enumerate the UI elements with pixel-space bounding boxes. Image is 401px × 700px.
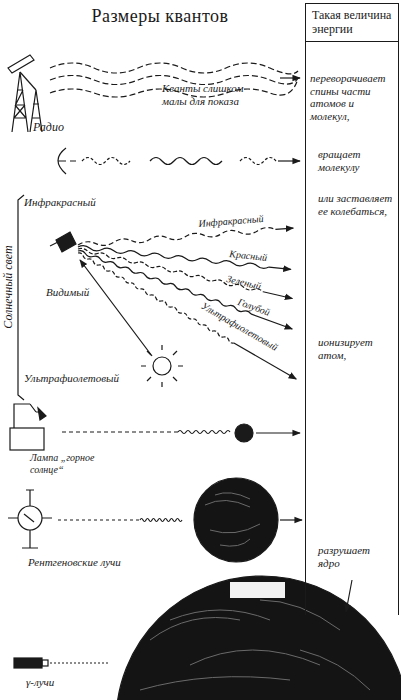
- arrow: [346, 580, 352, 612]
- ultraviolet-ray: [77, 252, 296, 380]
- effect-text: ионизирует атом,: [318, 336, 394, 361]
- source-body: [14, 658, 42, 668]
- column-heading: Такая величина энергии: [306, 4, 398, 42]
- dish-feed: [58, 160, 76, 161]
- wave-line: [62, 431, 178, 432]
- wave-line: [178, 431, 230, 434]
- radio-antenna: [8, 55, 34, 73]
- prism-icon: [50, 232, 76, 252]
- green-ray: [78, 248, 293, 300]
- arrow: [278, 160, 300, 161]
- lamp-base: [10, 428, 44, 450]
- effect-text: вращает молекулу: [318, 148, 394, 173]
- sun-rays: [141, 345, 183, 387]
- arrow: [80, 260, 152, 356]
- hatching: [205, 493, 260, 546]
- sun: [141, 345, 183, 387]
- band-label: Ультрафиолетовый: [24, 372, 144, 385]
- lamp-icon: [10, 404, 46, 450]
- wave-line: [140, 519, 182, 522]
- tube-target: [24, 514, 34, 522]
- quantum-ball: [235, 424, 253, 442]
- infrared-ray: [78, 226, 294, 248]
- effect-text: разрушает ядро: [318, 544, 394, 569]
- x-ray-tube: [8, 490, 52, 548]
- wave-line: [240, 158, 276, 165]
- wave-line: [150, 158, 222, 165]
- source-tip: [42, 660, 48, 666]
- effect-text: или заставляет ее колебаться,: [318, 192, 396, 217]
- wave-line: [50, 63, 298, 74]
- arrow: [269, 267, 291, 269]
- wave-line: [78, 227, 276, 248]
- ray-label: Зеленый: [225, 273, 286, 298]
- band-label: Инфракрасный: [24, 196, 124, 209]
- wave-line: [58, 519, 140, 520]
- arrow: [256, 432, 300, 433]
- gamma-source: [14, 658, 48, 668]
- source-label: Радио: [33, 121, 93, 135]
- hatching: [140, 600, 370, 690]
- diagram-title: Размеры квантов: [40, 6, 280, 27]
- microwave-dish: [58, 148, 76, 174]
- ray-label: Красный: [229, 248, 290, 266]
- group-label: Солнечный свет: [2, 202, 16, 372]
- tube-bulb: [18, 506, 42, 530]
- red-ray: [78, 245, 291, 271]
- ray-label: Инфракрасный: [198, 212, 279, 230]
- band-label: Видимый: [46, 286, 116, 299]
- source-label: Лампа „горное солнце“: [30, 452, 108, 475]
- prism-handle: [50, 242, 58, 246]
- antenna-wire: [20, 72, 36, 90]
- arrow: [275, 228, 293, 229]
- tube-electrodes: [8, 490, 52, 548]
- bracket: [18, 195, 24, 400]
- quantum-ball: [194, 478, 278, 562]
- arrow: [280, 77, 300, 78]
- source-label: Рентгеновские лучи: [28, 556, 148, 569]
- prism: [56, 232, 76, 252]
- sun-disc: [153, 357, 171, 375]
- wave-line: [50, 662, 110, 663]
- lamp-head: [38, 408, 46, 420]
- effect-text: переворачивает спины части атомов и моле…: [310, 72, 396, 123]
- note-text: Кванты слишком малы для показа: [162, 82, 250, 107]
- arrow: [280, 519, 302, 520]
- arrow: [263, 292, 292, 299]
- wave-line: [77, 252, 234, 344]
- quantum-ball: [116, 576, 401, 700]
- tower-lattice: [12, 72, 28, 132]
- wave-line: [77, 250, 251, 316]
- source-label: γ-лучи: [26, 676, 86, 689]
- arrow: [251, 314, 292, 329]
- wave-line: [82, 158, 130, 165]
- highlight: [230, 582, 285, 598]
